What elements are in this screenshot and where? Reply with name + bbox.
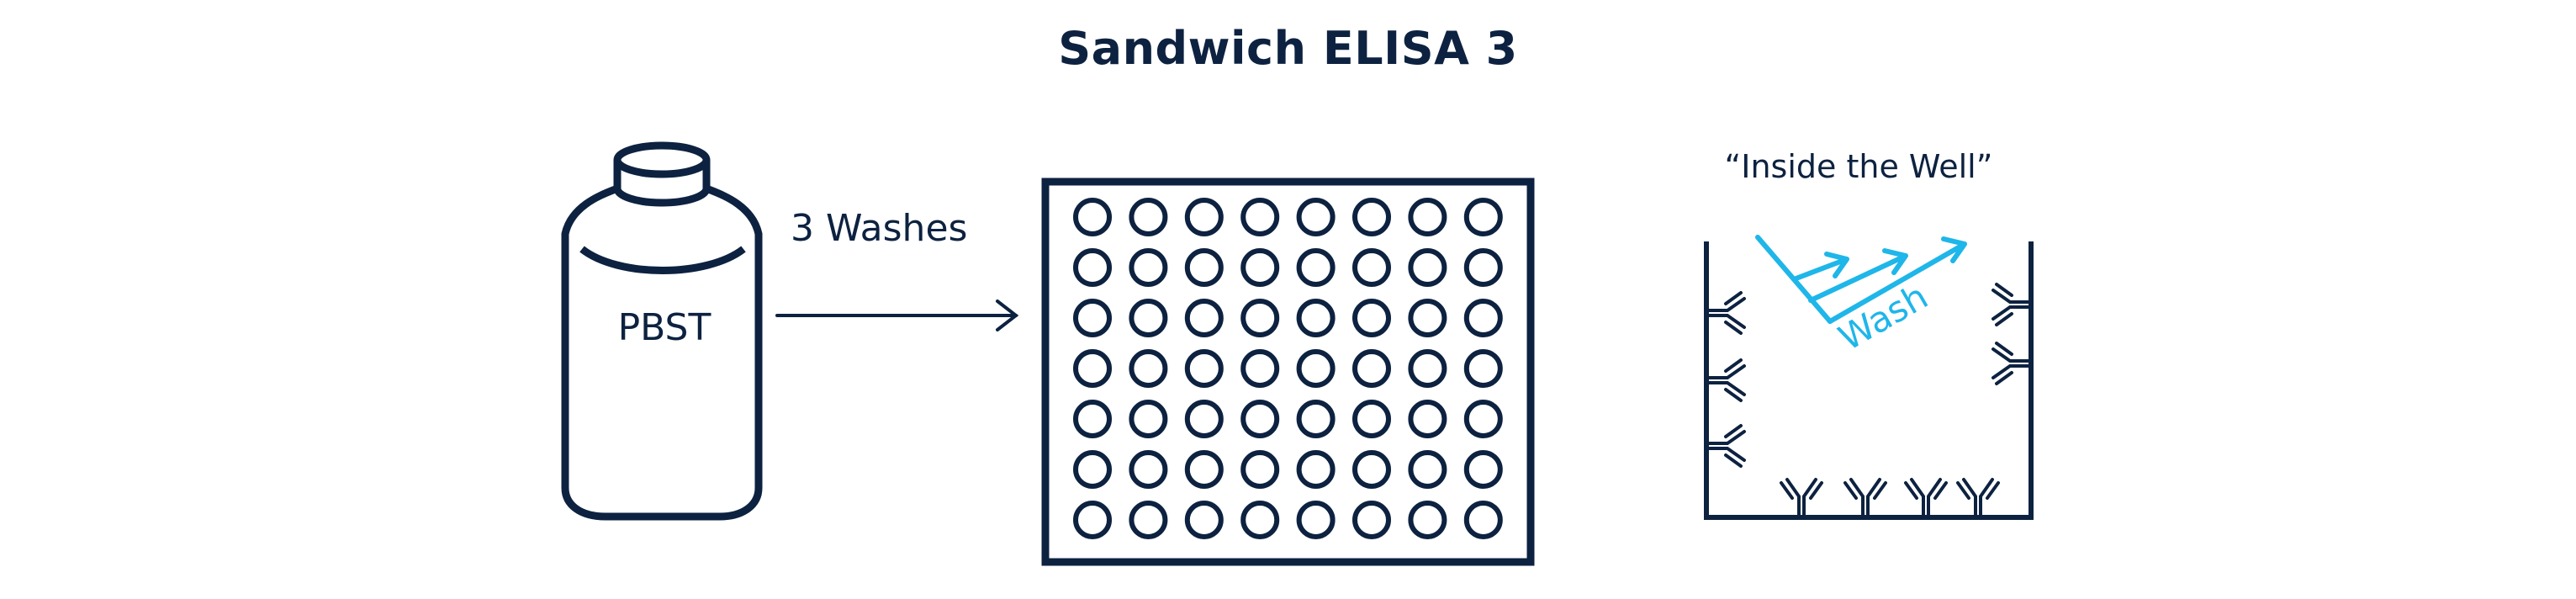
plate-well — [1073, 501, 1112, 539]
plate-wells — [1073, 198, 1503, 539]
capture-antibody — [1780, 478, 1823, 517]
plate-well — [1463, 400, 1503, 438]
plate-well — [1129, 299, 1168, 337]
capture-antibody — [1992, 283, 2030, 326]
plate-well — [1296, 198, 1336, 236]
plate-well — [1240, 299, 1280, 337]
bottle-body — [561, 184, 763, 521]
plate-well — [1352, 299, 1391, 337]
plate-well — [1408, 349, 1447, 388]
plate-well — [1129, 198, 1168, 236]
plate-well — [1352, 450, 1391, 489]
plate-well — [1408, 400, 1447, 438]
plate-well — [1296, 501, 1336, 539]
plate-well — [1463, 501, 1503, 539]
plate-well — [1408, 248, 1447, 287]
plate-well — [1073, 450, 1112, 489]
plate-well — [1240, 450, 1280, 489]
bottle-cap — [613, 141, 711, 178]
microplate — [1041, 178, 1535, 566]
plate-well — [1463, 450, 1503, 489]
plate-well — [1352, 400, 1391, 438]
well-view-title: “Inside the Well” — [1724, 148, 1993, 185]
plate-well — [1129, 248, 1168, 287]
capture-antibodies — [1707, 283, 2030, 517]
plate-well — [1240, 400, 1280, 438]
plate-well — [1352, 248, 1391, 287]
plate-well — [1073, 349, 1112, 388]
plate-well — [1296, 450, 1336, 489]
plate-well — [1240, 349, 1280, 388]
plate-well — [1129, 349, 1168, 388]
plate-well — [1296, 400, 1336, 438]
bottle-liquid-line — [579, 246, 746, 274]
plate-well — [1408, 198, 1447, 236]
well-walls — [1704, 241, 2034, 520]
plate-well — [1463, 349, 1503, 388]
plate-well — [1073, 299, 1112, 337]
plate-well — [1240, 198, 1280, 236]
plate-well — [1184, 501, 1224, 539]
capture-antibody — [1992, 342, 2030, 385]
capture-antibody — [1956, 478, 2000, 517]
plate-well — [1184, 248, 1224, 287]
plate-well — [1408, 299, 1447, 337]
plate-well — [1408, 450, 1447, 489]
plate-well — [1240, 248, 1280, 287]
plate-well — [1240, 501, 1280, 539]
capture-antibody — [1707, 358, 1746, 402]
diagram-title: Sandwich ELISA 3 — [1058, 22, 1518, 75]
wash-flow-arrows — [1755, 235, 1967, 324]
arrow-head — [996, 300, 1019, 331]
capture-antibody — [1843, 478, 1887, 517]
well-cross-section — [1704, 235, 2034, 520]
plate-well — [1073, 400, 1112, 438]
plate-well — [1129, 400, 1168, 438]
plate-well — [1296, 349, 1336, 388]
capture-antibody — [1707, 424, 1746, 468]
plate-well — [1184, 349, 1224, 388]
plate-well — [1184, 299, 1224, 337]
plate-well — [1463, 248, 1503, 287]
wash-arrow — [775, 300, 1019, 331]
plate-well — [1129, 450, 1168, 489]
bottle-label: PBST — [617, 306, 711, 349]
plate-outline — [1041, 178, 1535, 566]
step-label: 3 Washes — [791, 207, 968, 250]
wash-bottle — [561, 141, 763, 521]
plate-well — [1073, 248, 1112, 287]
plate-well — [1184, 198, 1224, 236]
plate-well — [1184, 450, 1224, 489]
wash-flow-arrow-3 — [1828, 236, 1967, 324]
plate-well — [1184, 400, 1224, 438]
capture-antibody — [1707, 291, 1746, 335]
plate-well — [1352, 198, 1391, 236]
plate-well — [1463, 299, 1503, 337]
plate-well — [1073, 198, 1112, 236]
wash-flow-arrow-2 — [1808, 248, 1908, 303]
plate-well — [1463, 198, 1503, 236]
plate-well — [1408, 501, 1447, 539]
plate-well — [1352, 501, 1391, 539]
plate-well — [1352, 349, 1391, 388]
capture-antibody — [1904, 478, 1948, 517]
wash-flow-arrow-1 — [1791, 252, 1849, 282]
plate-well — [1129, 501, 1168, 539]
plate-well — [1296, 248, 1336, 287]
bottle-neck — [613, 160, 711, 207]
plate-well — [1296, 299, 1336, 337]
